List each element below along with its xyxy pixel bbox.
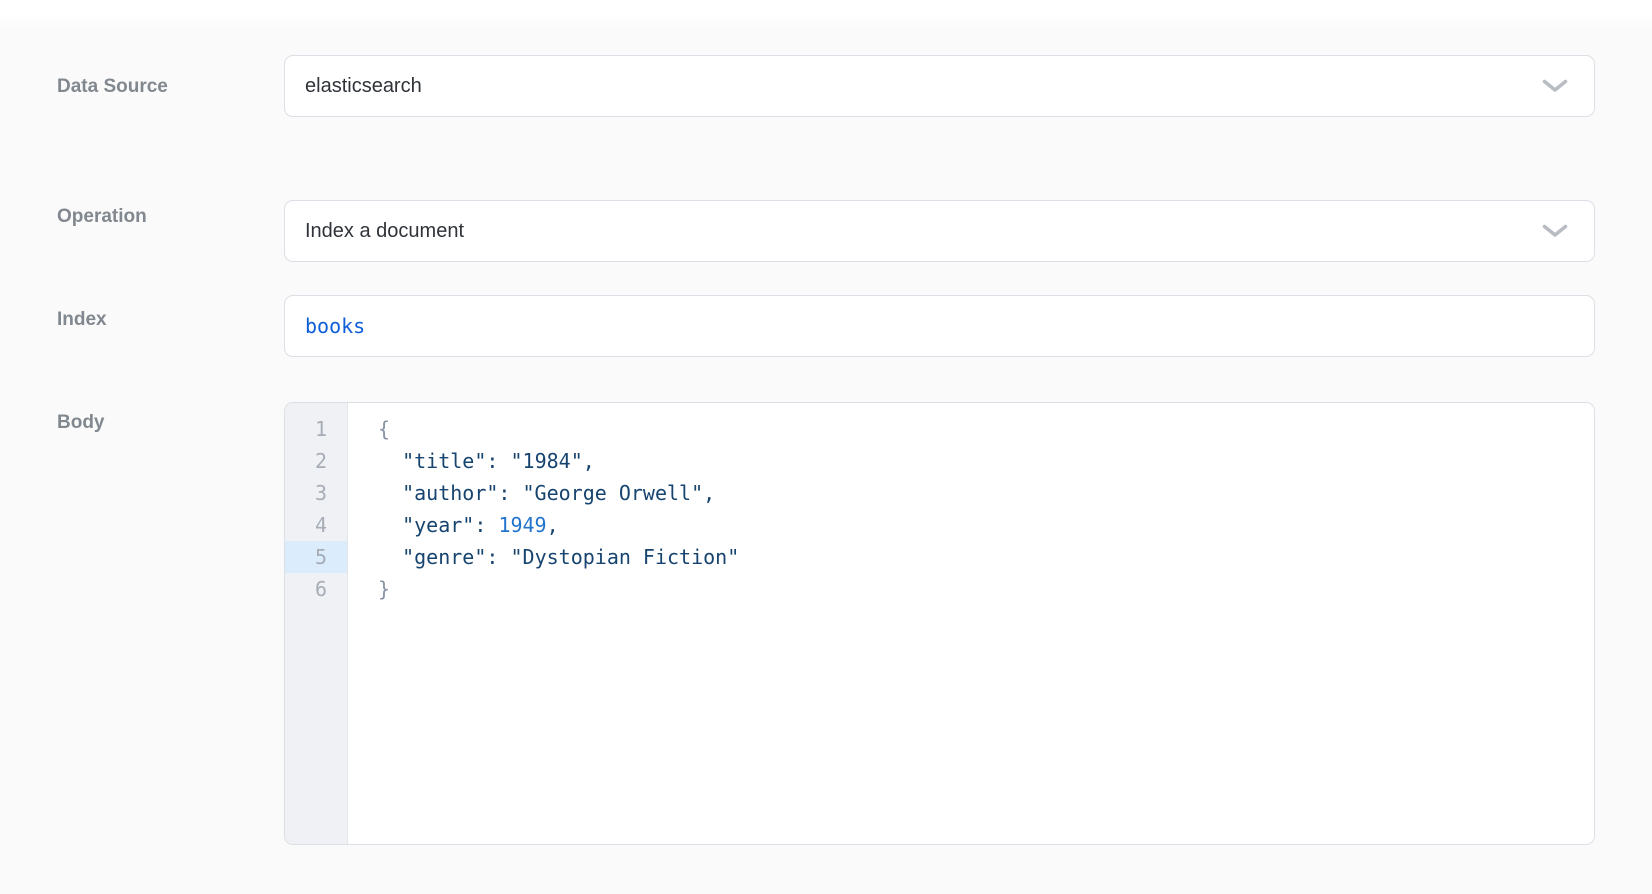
- index-input[interactable]: books: [284, 295, 1595, 357]
- code-line: "year": 1949,: [402, 513, 559, 537]
- code-line: "genre": "Dystopian Fiction": [402, 545, 740, 569]
- line-number: 2: [314, 449, 327, 473]
- line-number: 4: [314, 513, 327, 537]
- line-number: 5: [285, 541, 347, 573]
- index-label: Index: [57, 309, 107, 330]
- code-content[interactable]: { "title": "1984", "author": "George Orw…: [348, 403, 1594, 844]
- line-number: 3: [314, 481, 327, 505]
- line-number-gutter: 1 2 3 4 5 6: [285, 403, 348, 844]
- body-label: Body: [57, 412, 105, 433]
- data-source-value: elasticsearch: [305, 74, 422, 97]
- data-source-label: Data Source: [57, 76, 168, 97]
- code-line: }: [378, 577, 391, 601]
- line-number: 6: [314, 577, 327, 601]
- chevron-down-icon[interactable]: [1542, 224, 1568, 238]
- index-value: books: [305, 314, 366, 338]
- line-number: 1: [314, 417, 327, 441]
- operation-select[interactable]: Index a document: [284, 200, 1595, 262]
- chevron-down-icon[interactable]: [1542, 79, 1568, 93]
- code-line: "title": "1984",: [402, 449, 595, 473]
- code-line: {: [378, 417, 391, 441]
- data-source-select[interactable]: elasticsearch: [284, 55, 1595, 117]
- code-line: "author": "George Orwell",: [402, 481, 716, 505]
- body-code-editor[interactable]: 1 2 3 4 5 6 { "title": "1984", "author": "Geo…: [284, 402, 1595, 845]
- operation-label: Operation: [57, 206, 147, 227]
- operation-value: Index a document: [305, 219, 464, 242]
- top-gradient: [0, 0, 1652, 34]
